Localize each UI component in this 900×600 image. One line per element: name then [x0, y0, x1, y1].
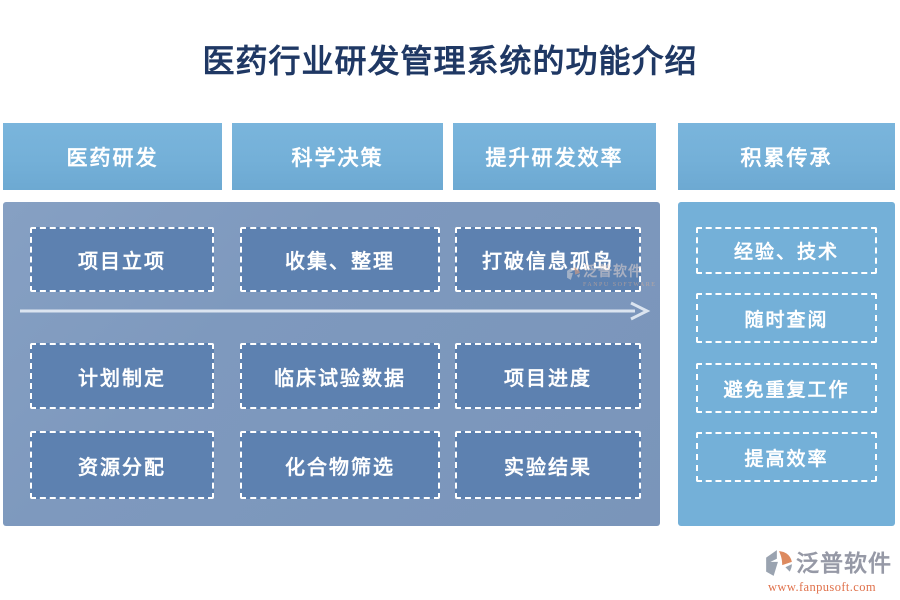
cell-resource-allocation: 资源分配: [30, 431, 214, 499]
cell-compound-screening: 化合物筛选: [240, 431, 440, 499]
right-panel: 经验、技术 随时查阅 避免重复工作 提高效率: [678, 202, 895, 526]
cell-experiment-results: 实验结果: [455, 431, 641, 499]
header-tab-pharma-rd: 医药研发: [3, 123, 222, 190]
header-tab-label: 提升研发效率: [485, 145, 624, 170]
cell-collect-organize: 收集、整理: [240, 227, 440, 292]
cell-clinical-trial-data: 临床试验数据: [240, 343, 440, 409]
footer-brand-text: 泛普软件: [796, 550, 892, 576]
cell-avoid-duplicate-work: 避免重复工作: [696, 363, 877, 413]
flow-right-arrow-icon: [20, 301, 651, 321]
header-tab-label: 积累传承: [740, 145, 833, 170]
cell-experience-technology: 经验、技术: [696, 227, 877, 274]
header-tab-label: 医药研发: [66, 145, 159, 170]
header-tab-scientific-decision: 科学决策: [232, 123, 443, 190]
page-title: 医药行业研发管理系统的功能介绍: [202, 43, 698, 79]
cell-break-info-silos: 打破信息孤岛: [455, 227, 641, 292]
main-panel: 项目立项 收集、整理 打破信息孤岛 计划制定 临床试验数据 项目进度 资源分配 …: [3, 202, 660, 526]
header-tab-accumulate-inherit: 积累传承: [678, 123, 895, 190]
cell-project-progress: 项目进度: [455, 343, 641, 409]
footer-logo: 泛普软件 www.fanpusoft.com: [752, 548, 892, 594]
cell-plan-making: 计划制定: [30, 343, 214, 409]
footer-url-text: www.fanpusoft.com: [767, 580, 877, 594]
header-tab-label: 科学决策: [291, 145, 384, 170]
cell-check-anytime: 随时查阅: [696, 293, 877, 343]
cell-project-initiation: 项目立项: [30, 227, 214, 292]
cell-improve-efficiency: 提高效率: [696, 432, 877, 482]
fanpu-logo-mark-icon: [766, 550, 792, 576]
header-tab-improve-rd-efficiency: 提升研发效率: [453, 123, 656, 190]
